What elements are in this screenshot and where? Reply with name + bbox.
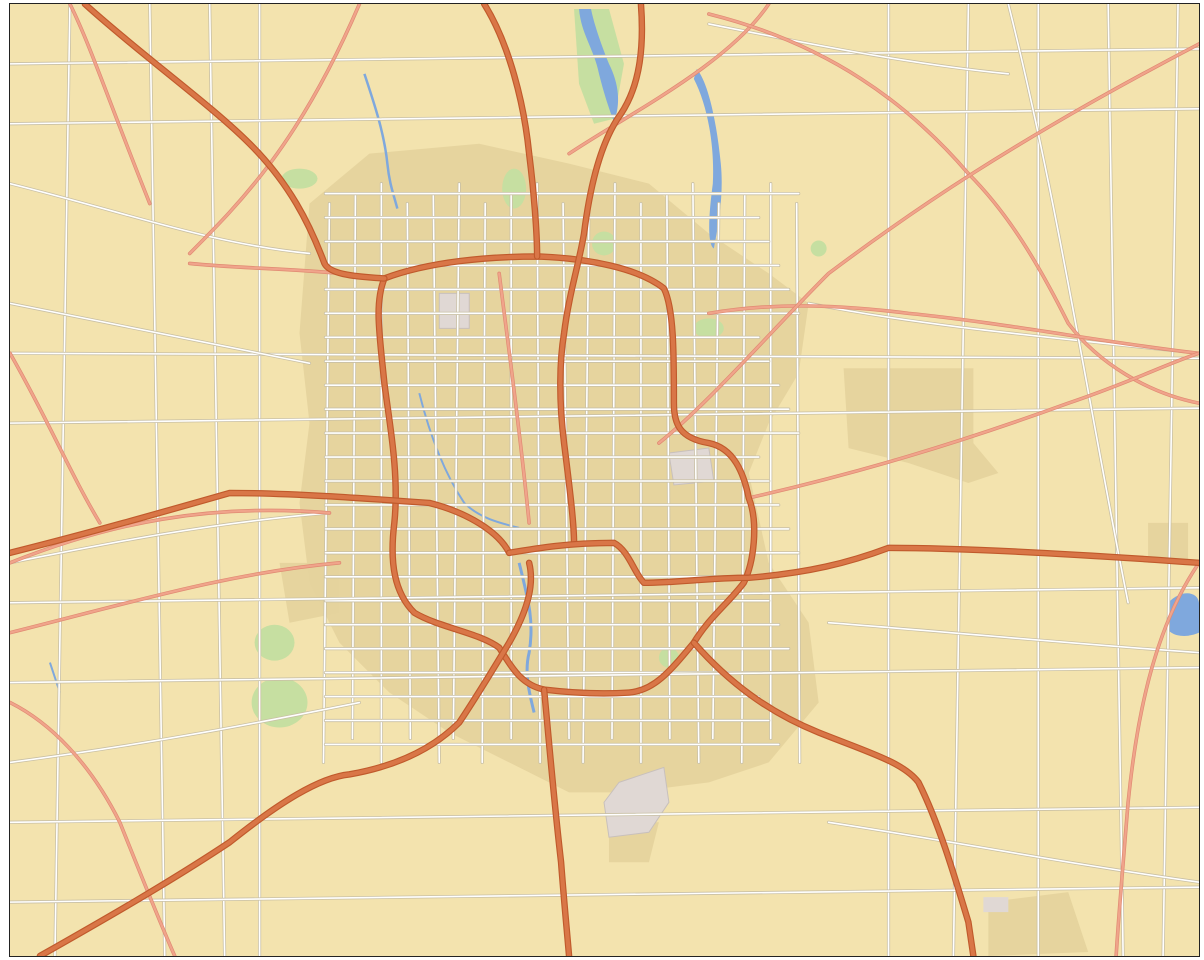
arterial-road-network bbox=[10, 4, 1199, 956]
urban-area bbox=[299, 143, 819, 793]
highway bbox=[691, 640, 976, 956]
arterial-road bbox=[68, 4, 151, 205]
arterial-road bbox=[1115, 561, 1199, 956]
park bbox=[502, 168, 527, 209]
urban-areas bbox=[279, 143, 1189, 956]
local-road bbox=[322, 202, 331, 764]
highway bbox=[542, 687, 572, 956]
airport bbox=[983, 897, 1009, 913]
arterial-road bbox=[657, 42, 1199, 445]
local-road bbox=[54, 4, 71, 956]
local-road bbox=[10, 586, 1199, 604]
highway bbox=[10, 490, 512, 555]
river bbox=[418, 392, 520, 529]
local-road bbox=[10, 666, 1199, 684]
reservoir bbox=[579, 8, 619, 122]
river bbox=[517, 562, 536, 713]
highway-network bbox=[10, 4, 1199, 956]
airport bbox=[603, 766, 670, 838]
park bbox=[592, 231, 616, 256]
arterial-road bbox=[10, 509, 331, 564]
reservoir bbox=[693, 68, 722, 249]
arterial-road bbox=[188, 262, 341, 275]
highway bbox=[558, 4, 645, 545]
local-road bbox=[452, 182, 461, 740]
local-road bbox=[10, 886, 1199, 903]
highway bbox=[37, 560, 533, 956]
urban-area bbox=[279, 562, 340, 623]
local-road bbox=[481, 202, 486, 764]
local-road bbox=[148, 4, 166, 956]
arterial-road bbox=[498, 272, 531, 525]
local-road bbox=[10, 407, 1199, 424]
arterial-road bbox=[707, 304, 1199, 355]
map-canvas[interactable] bbox=[10, 4, 1199, 956]
local-road bbox=[10, 352, 1199, 360]
local-road bbox=[795, 202, 801, 764]
highway bbox=[507, 540, 1199, 585]
local-road bbox=[807, 302, 1199, 355]
park bbox=[810, 240, 827, 257]
local-road bbox=[208, 4, 226, 956]
arterial-road bbox=[747, 352, 1199, 500]
local-road bbox=[827, 821, 1199, 883]
park bbox=[254, 624, 295, 661]
local-road bbox=[692, 182, 700, 764]
local-road bbox=[10, 182, 311, 255]
urban-area bbox=[843, 368, 999, 483]
airport bbox=[438, 292, 470, 329]
local-road bbox=[1162, 4, 1179, 956]
local-road bbox=[536, 182, 541, 764]
local-road bbox=[10, 806, 1199, 824]
local-road bbox=[10, 701, 361, 764]
local-road bbox=[611, 182, 616, 740]
map-viewport[interactable] bbox=[9, 3, 1200, 957]
arterial-road bbox=[707, 12, 1199, 405]
highway bbox=[82, 4, 387, 281]
park bbox=[693, 318, 724, 339]
highway bbox=[482, 4, 540, 259]
park bbox=[281, 168, 318, 189]
arterial-road bbox=[10, 352, 101, 525]
local-road bbox=[10, 48, 1199, 65]
local-road bbox=[1007, 4, 1129, 604]
local-road bbox=[952, 4, 970, 956]
local-road bbox=[1107, 4, 1124, 956]
arterial-road bbox=[10, 701, 176, 956]
local-road bbox=[10, 107, 1199, 125]
local-road bbox=[827, 621, 1199, 654]
local-road bbox=[10, 302, 311, 365]
local-road bbox=[10, 512, 331, 564]
arterial-road bbox=[10, 561, 341, 634]
